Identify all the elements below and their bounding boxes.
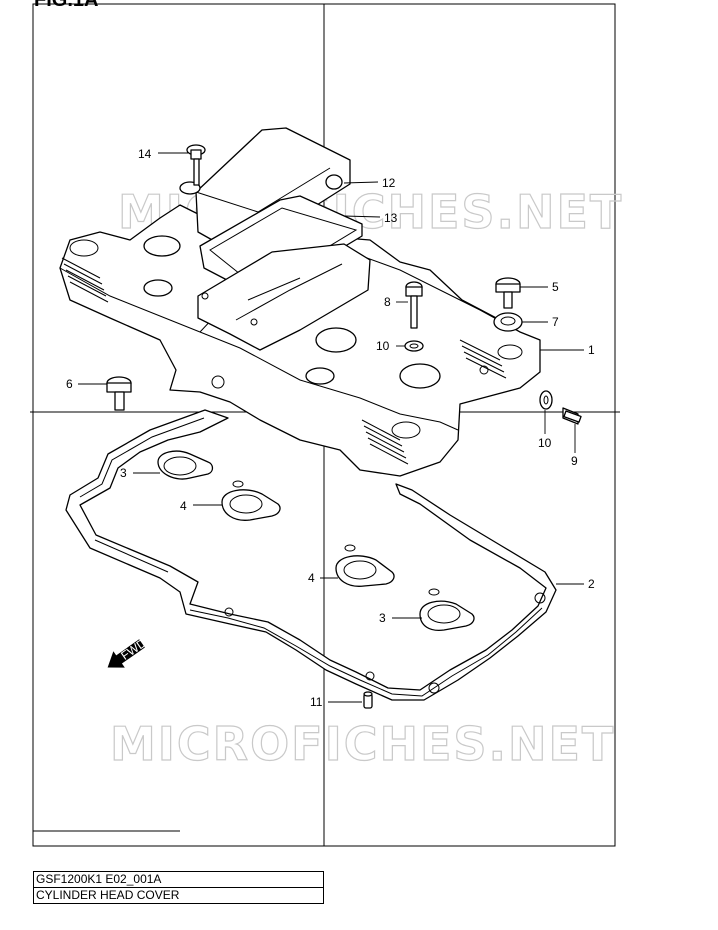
plug-seal-4-upper xyxy=(221,480,281,521)
diagram-code-caption: GSF1200K1 E02_001A xyxy=(33,871,324,888)
grommet-7 xyxy=(493,312,523,332)
callout-labels: 14 12 13 5 8 7 10 1 6 10 9 3 4 4 2 3 11 xyxy=(66,147,595,709)
cylinder-head-cover xyxy=(59,204,541,477)
washer-10-upper xyxy=(404,340,424,352)
breather-chamber xyxy=(197,243,371,351)
head-cover-gasket xyxy=(65,409,557,701)
breather-cover-12 xyxy=(179,127,351,251)
dowel-pin-11 xyxy=(363,691,373,709)
washer-10-right xyxy=(539,390,553,410)
callout-3-lower: 3 xyxy=(379,611,386,625)
bolt-9 xyxy=(562,407,582,425)
callout-14: 14 xyxy=(138,147,152,161)
figure-title: FIG.1A xyxy=(34,0,98,11)
callout-9: 9 xyxy=(571,454,578,468)
callout-7: 7 xyxy=(552,315,559,329)
callout-11: 11 xyxy=(310,695,323,709)
plug-seal-4-lower xyxy=(335,544,395,587)
callout-3-upper: 3 xyxy=(120,466,127,480)
plug-seal-3-upper xyxy=(157,450,214,480)
watermark-bottom: MICROFICHES.NET xyxy=(110,717,615,771)
callout-5: 5 xyxy=(552,280,559,294)
callout-8: 8 xyxy=(384,295,391,309)
callout-10-upper: 10 xyxy=(376,339,390,353)
fwd-label: FWD xyxy=(118,636,149,663)
plug-seal-3-lower xyxy=(419,588,475,632)
callout-2: 2 xyxy=(588,577,595,591)
diagram-name-caption: CYLINDER HEAD COVER xyxy=(33,887,324,904)
callout-6: 6 xyxy=(66,377,73,391)
callout-leaders xyxy=(78,152,584,703)
callout-12: 12 xyxy=(382,176,396,190)
bolt-5 xyxy=(495,277,521,309)
callout-13: 13 xyxy=(384,211,398,225)
forward-arrow-icon: FWD xyxy=(107,636,149,668)
callout-4-upper: 4 xyxy=(180,499,187,513)
callout-10-right: 10 xyxy=(538,436,552,450)
bolt-8 xyxy=(405,281,423,329)
bolt-6 xyxy=(106,376,132,411)
callout-1: 1 xyxy=(588,343,595,357)
bolt-14 xyxy=(186,144,206,186)
callout-4-lower: 4 xyxy=(308,571,315,585)
